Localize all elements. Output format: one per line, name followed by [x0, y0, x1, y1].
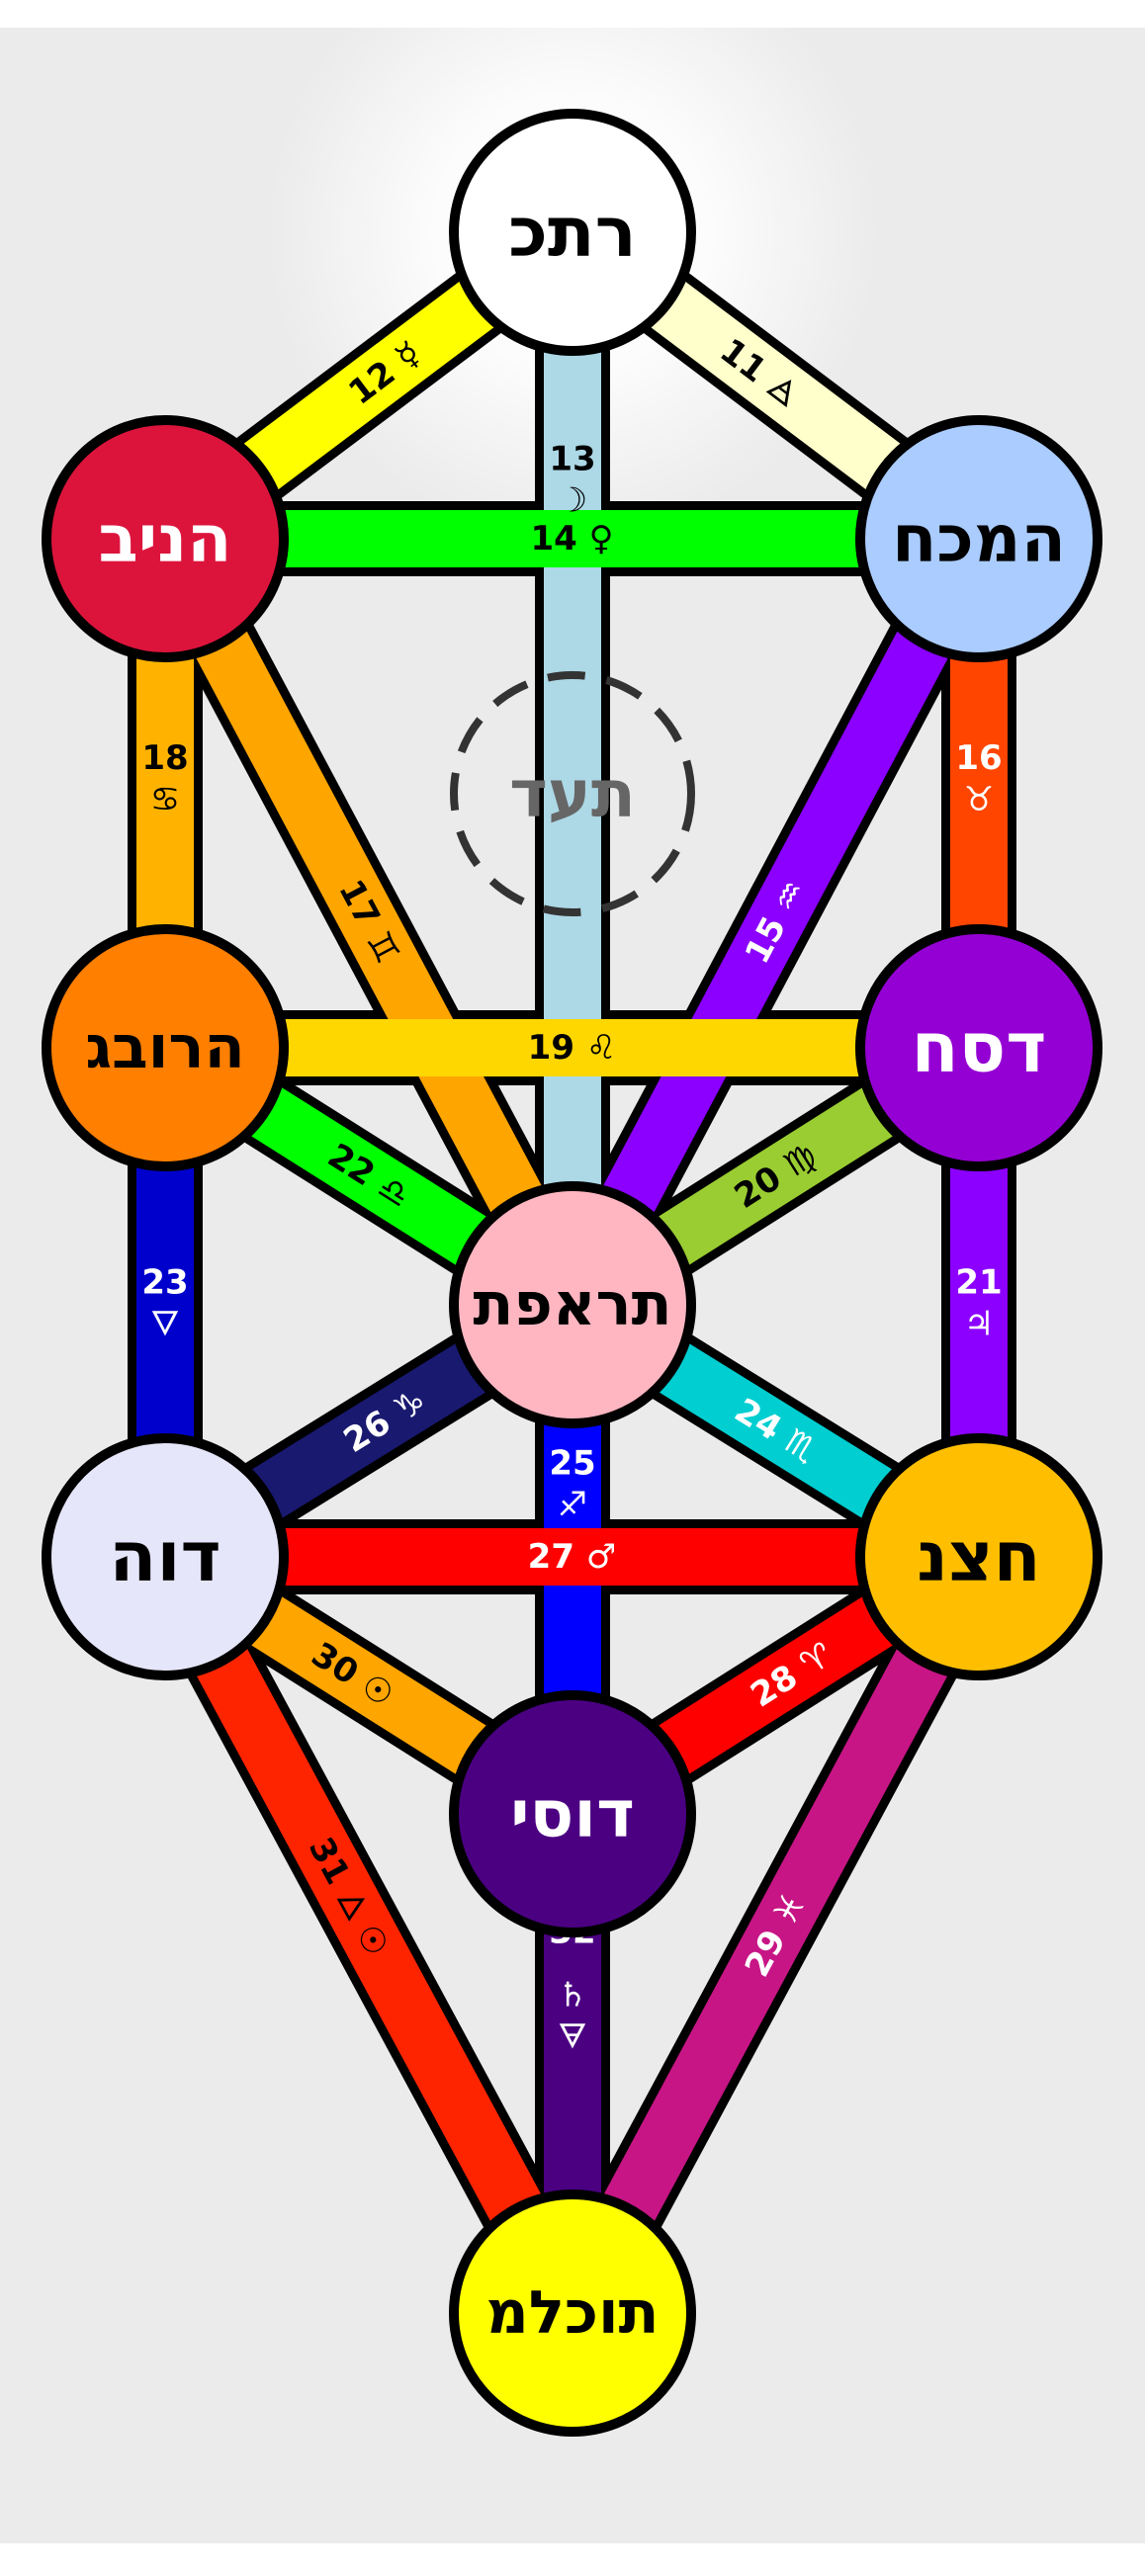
- path-label-25: 25♐: [549, 1443, 595, 1524]
- sephirah-yesod: דוסי: [449, 1690, 696, 1937]
- daat-circle: [450, 671, 695, 916]
- path-number: 13: [549, 440, 595, 479]
- sephirah-tiferet: תראפת: [449, 1181, 696, 1428]
- path-symbol: ☽: [558, 481, 587, 521]
- sephirah-binah: הניב: [42, 415, 289, 662]
- path-label-19: 19 ♌: [528, 1028, 617, 1068]
- daat-label: תעד: [509, 756, 636, 832]
- sephirah-circle: [855, 924, 1102, 1171]
- path-label-18: 18♋: [141, 738, 188, 819]
- path-symbol: ♄🜃: [558, 1976, 587, 2057]
- path-symbol: ♐: [558, 1485, 587, 1524]
- sephirah-gevurah: הרובג: [42, 924, 289, 1171]
- sephirot-layer: רתכ המכח הניב דסח הרובג תראפת חצנ דוה דוסי תוכלמ: [42, 109, 1102, 2437]
- sephirah-chesed: דסח: [855, 924, 1102, 1171]
- path-number: 14 ♀: [530, 519, 613, 558]
- path-number: 16: [955, 738, 1002, 778]
- sephirah-label: דוסי: [510, 1776, 635, 1852]
- path-number: 21: [955, 1263, 1002, 1303]
- path-number: 23: [141, 1263, 188, 1303]
- path-number: 25: [549, 1443, 595, 1483]
- path-number: 27 ♂: [528, 1537, 617, 1577]
- sephirah-circle: [449, 1181, 696, 1428]
- path-number: 19 ♌: [528, 1028, 617, 1068]
- sephirah-circle: [42, 924, 289, 1171]
- path-31: [139, 1543, 598, 2327]
- path-number: 18: [141, 738, 188, 778]
- path-17: [139, 525, 598, 1319]
- sephirah-circle: [449, 109, 696, 356]
- path-symbol: ♌: [586, 1028, 616, 1068]
- path-29: [547, 1543, 1005, 2327]
- sephirah-keter: רתכ: [449, 109, 696, 356]
- sephirah-circle: [42, 415, 289, 662]
- path-symbol: 🜄: [150, 1305, 180, 1344]
- sephirah-label: חצנ: [917, 1516, 1041, 1597]
- sephirah-label: דוה: [109, 1516, 220, 1597]
- sephirah-circle: [449, 2190, 696, 2437]
- sephirah-label: תוכלמ: [485, 2278, 659, 2348]
- path-symbol: ♀: [589, 519, 614, 558]
- sephirah-label: דסח: [912, 1007, 1047, 1088]
- path-label-14: 14 ♀: [530, 519, 613, 558]
- sephirah-chokmah: המכח: [855, 415, 1102, 662]
- path-label-27: 27 ♂: [528, 1537, 617, 1577]
- sephirah-label: המכח: [892, 501, 1066, 577]
- path-label-21: 21♃: [955, 1263, 1002, 1344]
- sephirah-circle: [855, 415, 1102, 662]
- sephirah-circle: [855, 1433, 1102, 1680]
- path-number-value: 19: [528, 1028, 574, 1068]
- path-label-16: 16♉: [955, 738, 1002, 819]
- path-symbol: ♉: [964, 780, 994, 819]
- sephirah-label: תראפת: [473, 1270, 671, 1339]
- sephirah-hod: דוה: [42, 1433, 289, 1680]
- sephirah-label: הרובג: [85, 1013, 244, 1082]
- sephirah-circle: [449, 1690, 696, 1937]
- sephirah-malkuth: תוכלמ: [449, 2190, 696, 2437]
- path-symbol: ♂: [586, 1537, 616, 1577]
- daat-layer: תעד: [450, 671, 695, 916]
- sephirah-netzach: חצנ: [855, 1433, 1102, 1680]
- path-symbol: ♋: [150, 780, 180, 819]
- path-label-13: 13☽: [549, 440, 595, 521]
- path-15: [547, 525, 1005, 1319]
- path-label-23: 23🜄: [141, 1263, 188, 1344]
- sephirah-label: רתכ: [508, 192, 637, 273]
- path-symbol: ♃: [964, 1305, 994, 1344]
- path-number-value: 14: [530, 519, 576, 558]
- sephirah-circle: [42, 1433, 289, 1680]
- sephirah-label: הניב: [99, 501, 232, 577]
- path-number-value: 27: [528, 1537, 574, 1577]
